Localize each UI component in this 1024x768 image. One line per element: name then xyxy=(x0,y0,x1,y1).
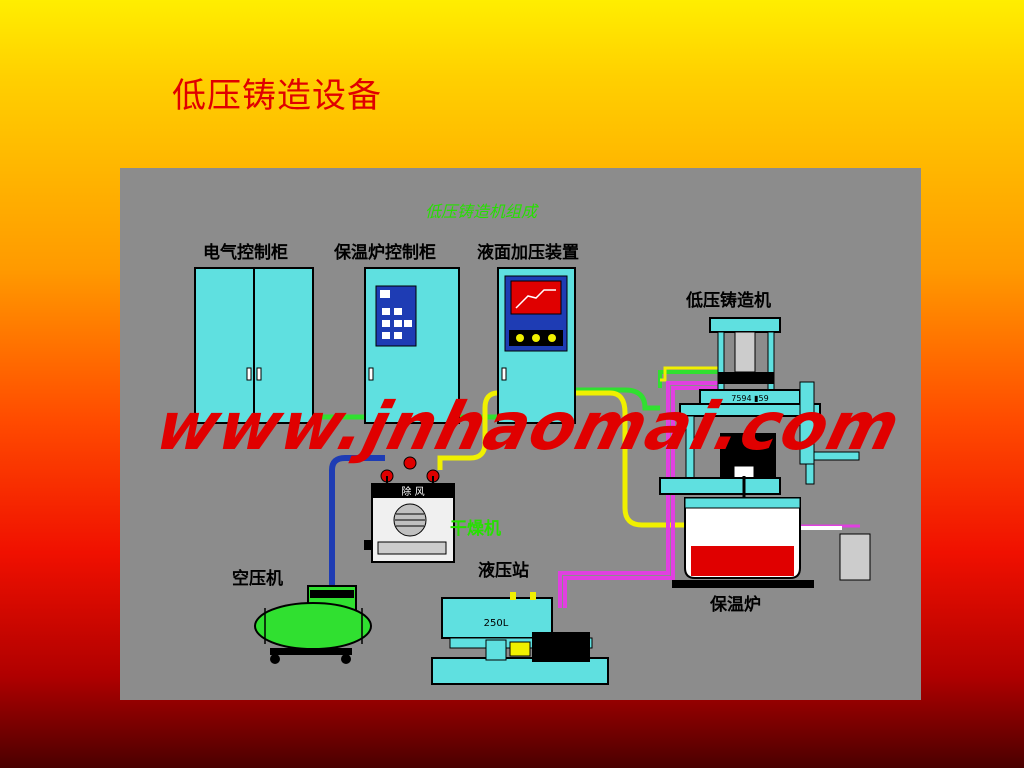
label-pressure-device: 液面加压装置 xyxy=(477,243,579,263)
label-hydraulic-station: 液压站 xyxy=(478,561,529,581)
dryer: 除 风 xyxy=(364,456,455,563)
label-compressor: 空压机 xyxy=(232,569,283,589)
electric-cabinet xyxy=(194,267,314,424)
dryer-panel-text: 除 风 xyxy=(401,485,424,498)
pressure-device xyxy=(497,267,576,424)
machine-plate: 7594 ▮59 xyxy=(731,394,768,403)
label-dryer: 干燥机 xyxy=(450,519,501,539)
casting-machine: 7594 ▮59 xyxy=(659,317,860,568)
slide-title: 低压铸造设备 xyxy=(172,76,382,116)
label-casting-machine: 低压铸造机 xyxy=(686,291,771,311)
label-holding-furnace: 保温炉 xyxy=(710,595,761,615)
equipment-diagram: 除 风 250L xyxy=(194,267,871,685)
label-electric-cabinet: 电气控制柜 xyxy=(203,243,288,263)
tank-label: 250L xyxy=(484,618,509,629)
furnace-control-cabinet xyxy=(364,267,460,424)
watermark: www.jnhaomai.com xyxy=(148,388,909,465)
holding-furnace xyxy=(672,497,871,588)
hydraulic-station: 250L xyxy=(431,592,609,685)
air-compressor xyxy=(254,585,372,664)
diagram-panel: 除 风 250L xyxy=(120,168,921,700)
label-furnace-cabinet: 保温炉控制柜 xyxy=(334,243,436,263)
diagram-subtitle: 低压铸造机组成 xyxy=(425,202,538,221)
